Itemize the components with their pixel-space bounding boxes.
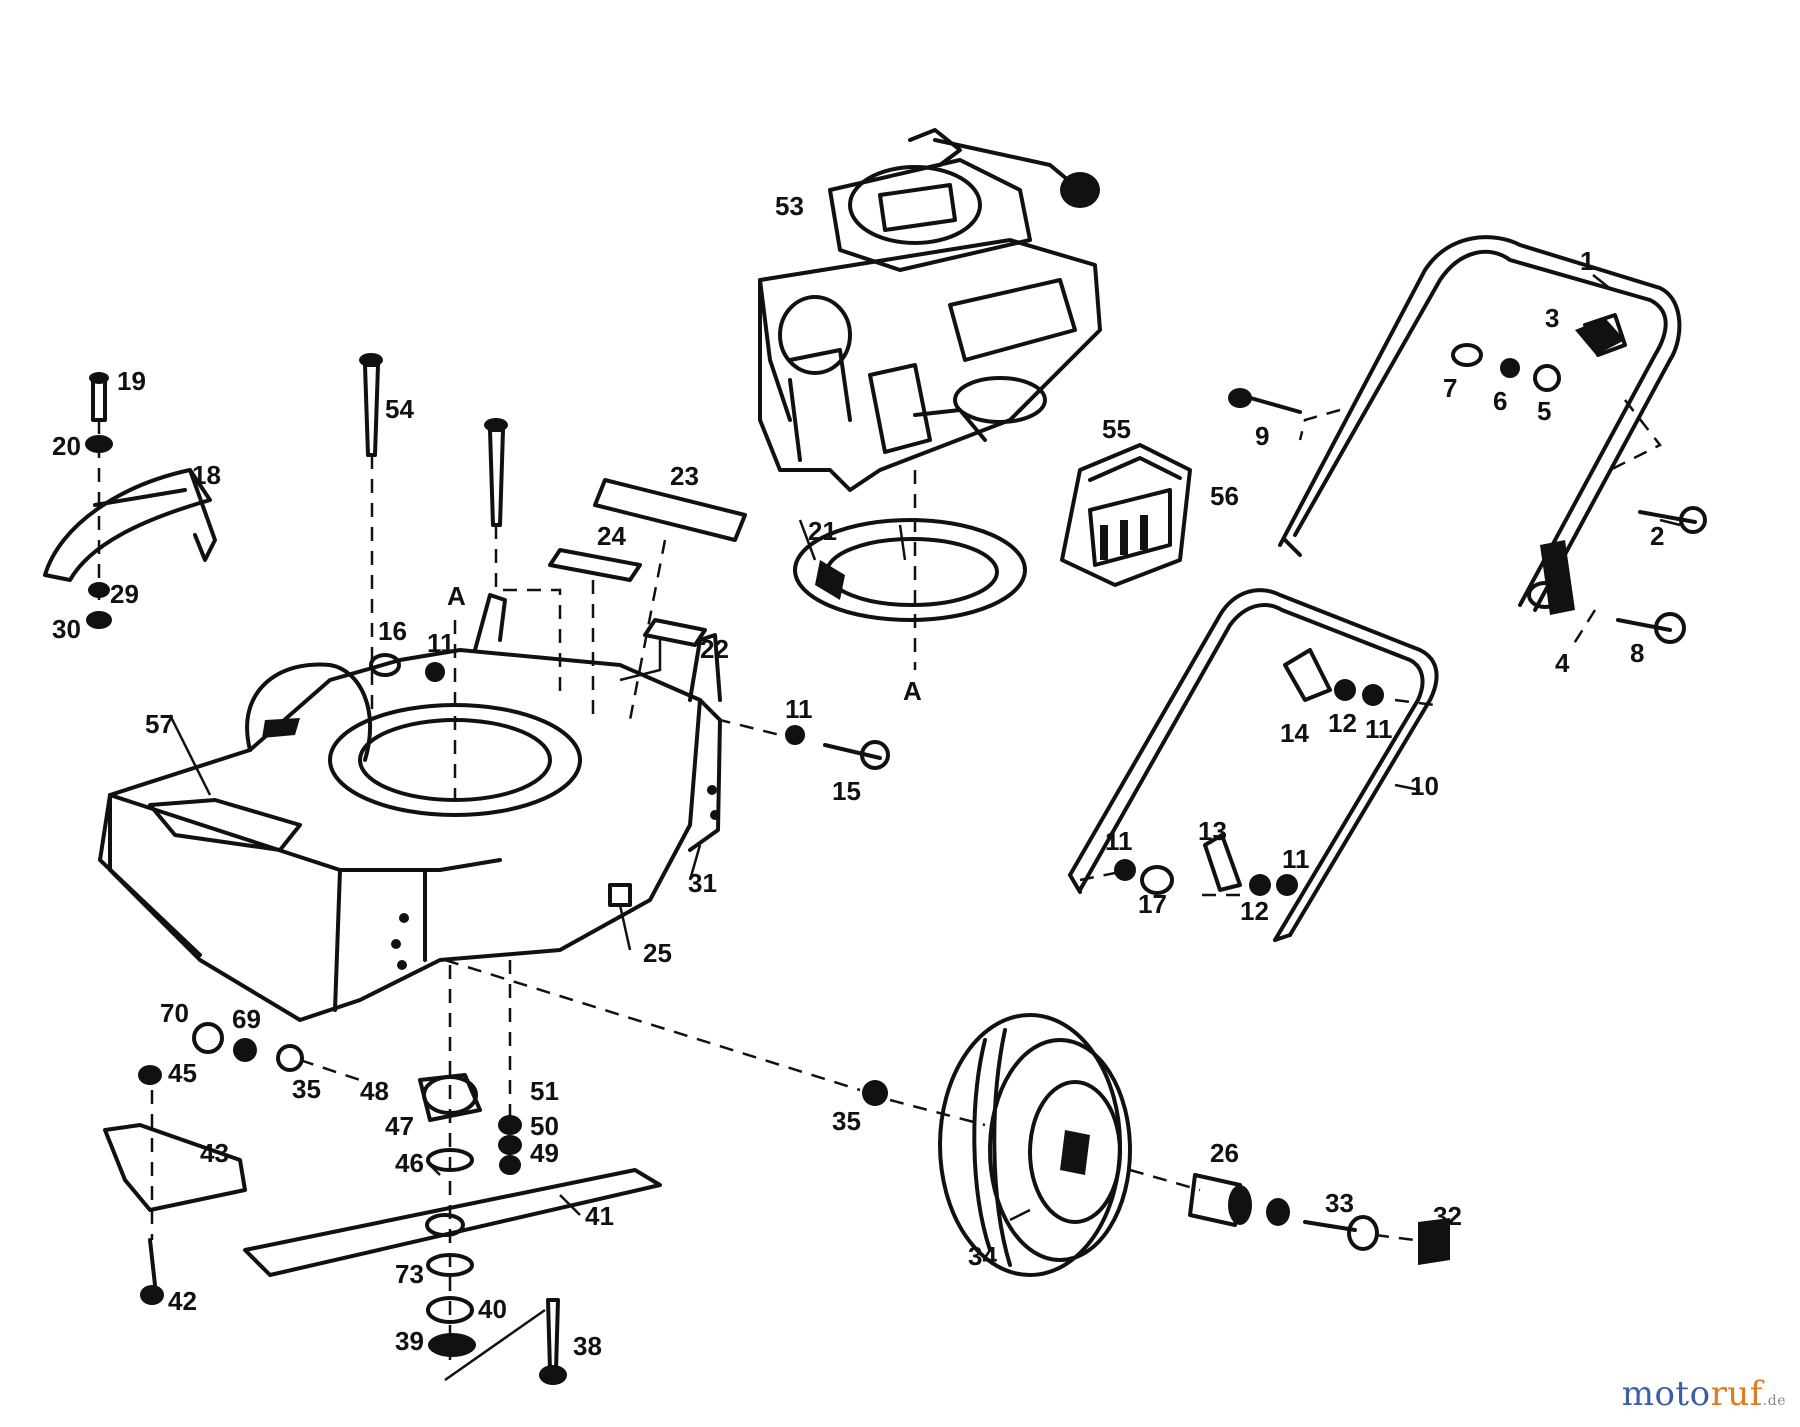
callout-21: 21 (808, 516, 837, 546)
callout-57: 57 (145, 709, 174, 739)
callout-13: 13 (1198, 816, 1227, 846)
callout-6: 6 (1493, 386, 1507, 416)
section-marker-a-bottom: A (903, 676, 922, 706)
callout-35a: 35 (292, 1074, 321, 1104)
handle-fasteners[interactable] (369, 343, 1707, 896)
callout-46: 46 (395, 1148, 424, 1178)
callout-48: 48 (360, 1076, 389, 1106)
callout-2: 2 (1650, 521, 1664, 551)
callout-25: 25 (643, 938, 672, 968)
blade-assembly-part[interactable] (103, 960, 662, 1385)
callout-3: 3 (1545, 303, 1559, 333)
callout-5: 5 (1537, 396, 1551, 426)
callout-10: 10 (1410, 771, 1439, 801)
wheel-part[interactable] (444, 958, 1201, 1277)
callout-42: 42 (168, 1286, 197, 1316)
mower-deck-part[interactable] (98, 593, 722, 1022)
lower-handle-part[interactable] (1068, 588, 1439, 942)
callout-30: 30 (52, 614, 81, 644)
callout-11c: 11 (1105, 826, 1133, 856)
callout-32: 32 (1433, 1201, 1462, 1231)
callout-40: 40 (478, 1294, 507, 1324)
callout-11b: 11 (1282, 844, 1310, 874)
callout-47: 47 (385, 1111, 414, 1141)
callout-8: 8 (1630, 638, 1644, 668)
leader-lines (168, 274, 1681, 1222)
callout-11e: 11 (427, 628, 455, 658)
callout-16: 16 (378, 616, 407, 646)
callout-35b: 35 (832, 1106, 861, 1136)
callout-labels: 1 2 3 4 5 6 7 8 9 10 11 11 11 11 11 12 1… (52, 191, 1664, 1361)
callout-12b: 12 (1240, 896, 1269, 926)
callout-23: 23 (670, 461, 699, 491)
callout-51: 51 (530, 1076, 559, 1106)
callout-38: 38 (573, 1331, 602, 1361)
upper-handle-part[interactable] (1278, 235, 1682, 612)
callout-4: 4 (1555, 648, 1570, 678)
callout-22: 22 (700, 634, 729, 664)
callout-69: 69 (232, 1004, 261, 1034)
callout-19: 19 (117, 366, 146, 396)
motoruf-watermark: motoruf.de (1622, 1374, 1786, 1414)
callout-11d: 11 (785, 694, 813, 724)
callout-14: 14 (1280, 718, 1309, 748)
callout-45: 45 (168, 1058, 197, 1088)
callout-50: 50 (530, 1111, 559, 1141)
callout-55: 55 (1102, 414, 1131, 444)
callout-33: 33 (1325, 1188, 1354, 1218)
watermark-accent-text: ruf (1710, 1374, 1763, 1414)
callout-39: 39 (395, 1326, 424, 1356)
callout-56: 56 (1210, 481, 1239, 511)
callout-11a: 11 (1365, 714, 1393, 744)
callout-41: 41 (585, 1201, 614, 1231)
flap-fasteners[interactable] (85, 372, 113, 629)
callout-9: 9 (1255, 421, 1269, 451)
watermark-main-text: moto (1621, 1374, 1711, 1414)
spark-plug-cover-part[interactable] (1060, 443, 1192, 587)
callout-1: 1 (1580, 246, 1594, 276)
engine-part[interactable] (758, 128, 1102, 492)
axle-parts[interactable] (1188, 1173, 1450, 1265)
callout-17: 17 (1138, 889, 1167, 919)
callout-15: 15 (832, 776, 861, 806)
callout-49: 49 (530, 1138, 559, 1168)
watermark-tld-text: .de (1762, 1393, 1786, 1409)
callout-34: 34 (968, 1241, 997, 1271)
callout-24: 24 (597, 521, 626, 551)
callout-20: 20 (52, 431, 81, 461)
callout-43: 43 (200, 1138, 229, 1168)
callout-54: 54 (385, 394, 414, 424)
callout-73: 73 (395, 1259, 424, 1289)
callout-53: 53 (775, 191, 804, 221)
callout-7: 7 (1443, 373, 1457, 403)
rear-flap-part[interactable] (43, 468, 217, 582)
callout-70: 70 (160, 998, 189, 1028)
section-marker-a-top: A (447, 581, 466, 611)
callout-18: 18 (192, 460, 221, 490)
callout-26: 26 (1210, 1138, 1239, 1168)
callout-29: 29 (110, 579, 139, 609)
callout-12a: 12 (1328, 708, 1357, 738)
air-filter-ring-part[interactable] (793, 518, 1027, 622)
assembly-guide-lines (453, 399, 1662, 897)
decal-labels-part[interactable] (548, 478, 747, 721)
